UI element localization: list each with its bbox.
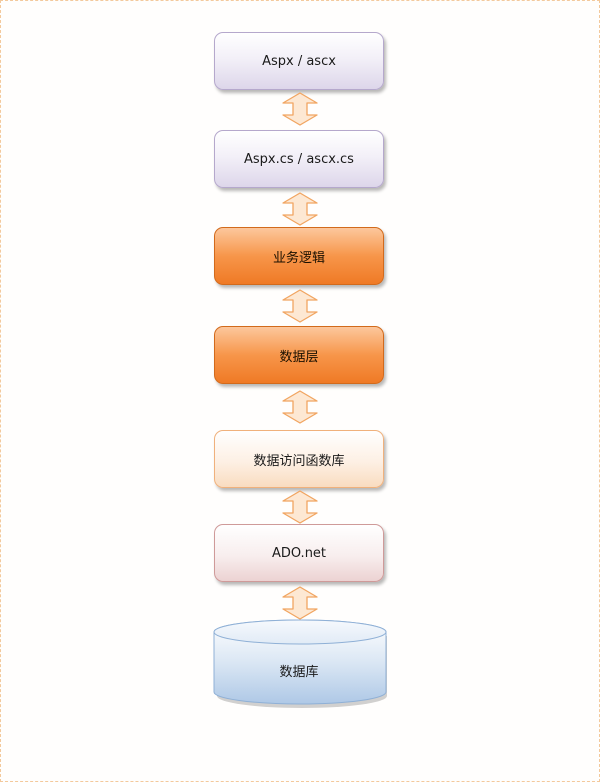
layer-label: 数据层: [279, 349, 319, 365]
bidirectional-arrow-icon: [282, 586, 318, 620]
bidirectional-arrow-icon: [282, 92, 318, 126]
layer-label: 业务逻辑: [272, 250, 325, 266]
database-label: 数据库: [279, 664, 319, 680]
layer-aspx-ascx: Aspx / ascx: [214, 32, 384, 90]
layer-data-layer: 数据层: [214, 326, 384, 384]
layer-business-logic: 业务逻辑: [214, 227, 384, 285]
layer-ado-net: ADO.net: [214, 524, 384, 582]
layer-label: Aspx.cs / ascx.cs: [244, 151, 354, 167]
bidirectional-arrow-icon: [282, 192, 318, 226]
layer-label: ADO.net: [271, 545, 327, 561]
database-label-wrap: 数据库: [214, 650, 384, 690]
layer-label: Aspx / ascx: [262, 53, 336, 69]
database-cylinder-icon: [213, 619, 387, 708]
bidirectional-arrow-icon: [282, 289, 318, 323]
layer-label: 数据访问函数库: [253, 453, 345, 469]
layer-aspx-cs: Aspx.cs / ascx.cs: [214, 130, 384, 188]
layer-data-access-library: 数据访问函数库: [214, 430, 384, 488]
bidirectional-arrow-icon: [282, 490, 318, 524]
bidirectional-arrow-icon: [282, 390, 318, 424]
